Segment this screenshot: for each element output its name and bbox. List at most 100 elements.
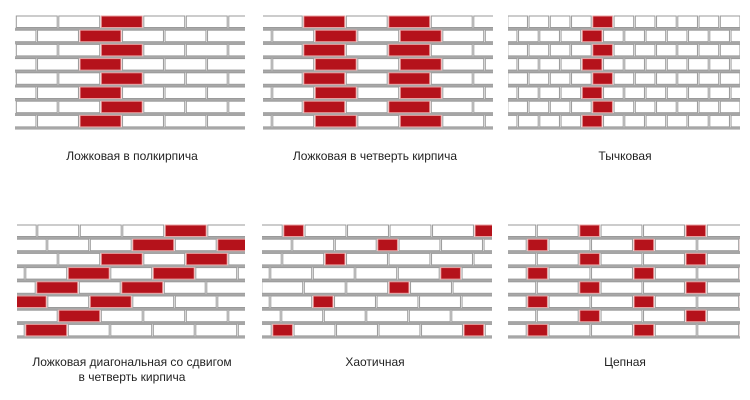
- brick-red: [67, 267, 110, 280]
- brick-white: [389, 224, 432, 237]
- brick-white: [357, 58, 400, 71]
- mortar-line: [17, 336, 245, 339]
- brick-red: [399, 86, 442, 99]
- brick-white: [600, 281, 643, 294]
- brick-white: [292, 238, 335, 252]
- mortar-line: [262, 336, 492, 339]
- brick-white: [698, 43, 720, 57]
- brick-white: [334, 238, 377, 252]
- mortar-line: [263, 56, 493, 59]
- brick-white: [430, 72, 473, 85]
- brick-white: [698, 15, 720, 28]
- brick-white: [677, 15, 698, 28]
- brick-white: [697, 323, 740, 337]
- brick-white: [293, 323, 336, 337]
- brick-red: [388, 100, 431, 114]
- brick-white: [47, 295, 90, 308]
- brick-white: [17, 309, 58, 323]
- brick-white: [262, 224, 283, 237]
- brick-white: [549, 100, 571, 114]
- brick-white: [603, 29, 624, 43]
- brick-white: [688, 86, 709, 99]
- brick-white: [262, 281, 304, 294]
- brick-red: [463, 323, 485, 337]
- brick-white: [378, 323, 421, 337]
- brick-panel-p5: [262, 224, 492, 339]
- mortar-line: [508, 56, 740, 59]
- brick-white: [730, 29, 740, 43]
- brick-red: [739, 323, 740, 337]
- brick-red: [303, 100, 346, 114]
- brick-white: [473, 72, 493, 85]
- brick-white: [528, 72, 550, 85]
- brick-white: [206, 281, 245, 294]
- brick-white: [323, 309, 366, 323]
- brick-white: [174, 238, 217, 252]
- brick-white: [272, 29, 315, 43]
- brick-white: [539, 29, 560, 43]
- label-chaotic: Хаотичная: [345, 355, 405, 369]
- brick-white: [58, 100, 101, 114]
- brick-white: [15, 58, 37, 71]
- mortar-line: [17, 293, 245, 296]
- brick-white: [37, 114, 79, 128]
- brick-white: [67, 323, 110, 337]
- brick-white: [345, 100, 388, 114]
- brick-white: [730, 86, 740, 99]
- brick-red: [399, 58, 442, 71]
- mortar-line: [17, 279, 245, 282]
- brick-white: [508, 295, 527, 308]
- brick-white: [666, 29, 688, 43]
- brick-red: [314, 58, 357, 71]
- brick-white: [697, 238, 740, 252]
- brick-red: [164, 224, 207, 237]
- brick-white: [58, 15, 101, 28]
- brick-white: [719, 15, 740, 28]
- brick-white: [473, 15, 493, 28]
- brick-red: [739, 238, 740, 252]
- mortar-line: [263, 127, 493, 130]
- brick-white: [304, 224, 347, 237]
- brick-red: [579, 309, 600, 323]
- mortar-line: [508, 279, 740, 282]
- mortar-line: [508, 322, 740, 325]
- brick-white: [508, 252, 537, 266]
- brick-white: [603, 114, 624, 128]
- brick-white: [164, 86, 207, 99]
- brick-red: [100, 43, 143, 57]
- brick-white: [461, 267, 492, 280]
- brick-white: [528, 100, 550, 114]
- brick-white: [484, 58, 493, 71]
- brick-white: [698, 72, 720, 85]
- brick-white: [17, 238, 47, 252]
- brick-white: [461, 295, 492, 308]
- brick-white: [508, 267, 527, 280]
- mortar-line: [263, 27, 493, 31]
- mortar-line: [263, 113, 493, 116]
- mortar-line: [15, 84, 245, 87]
- brick-white: [207, 224, 245, 237]
- brick-white: [262, 238, 292, 252]
- brick-white: [185, 309, 228, 323]
- brick-white: [677, 43, 698, 57]
- brick-white: [164, 29, 207, 43]
- brick-red: [399, 29, 442, 43]
- brick-red: [527, 238, 548, 252]
- brick-white: [508, 15, 528, 28]
- brick-white: [508, 238, 527, 252]
- brick-white: [518, 29, 539, 43]
- brick-white: [549, 72, 571, 85]
- mortar-line: [508, 127, 740, 130]
- brick-white: [388, 252, 431, 266]
- brick-white: [508, 224, 537, 237]
- brick-red: [17, 295, 47, 308]
- brick-white: [518, 86, 539, 99]
- brick-red: [739, 295, 740, 308]
- brick-white: [143, 100, 186, 114]
- brick-red: [100, 252, 143, 266]
- brick-white: [262, 309, 281, 323]
- brick-red: [581, 86, 603, 99]
- brick-white: [591, 323, 633, 337]
- brick-white: [58, 252, 101, 266]
- mortar-line: [17, 236, 245, 240]
